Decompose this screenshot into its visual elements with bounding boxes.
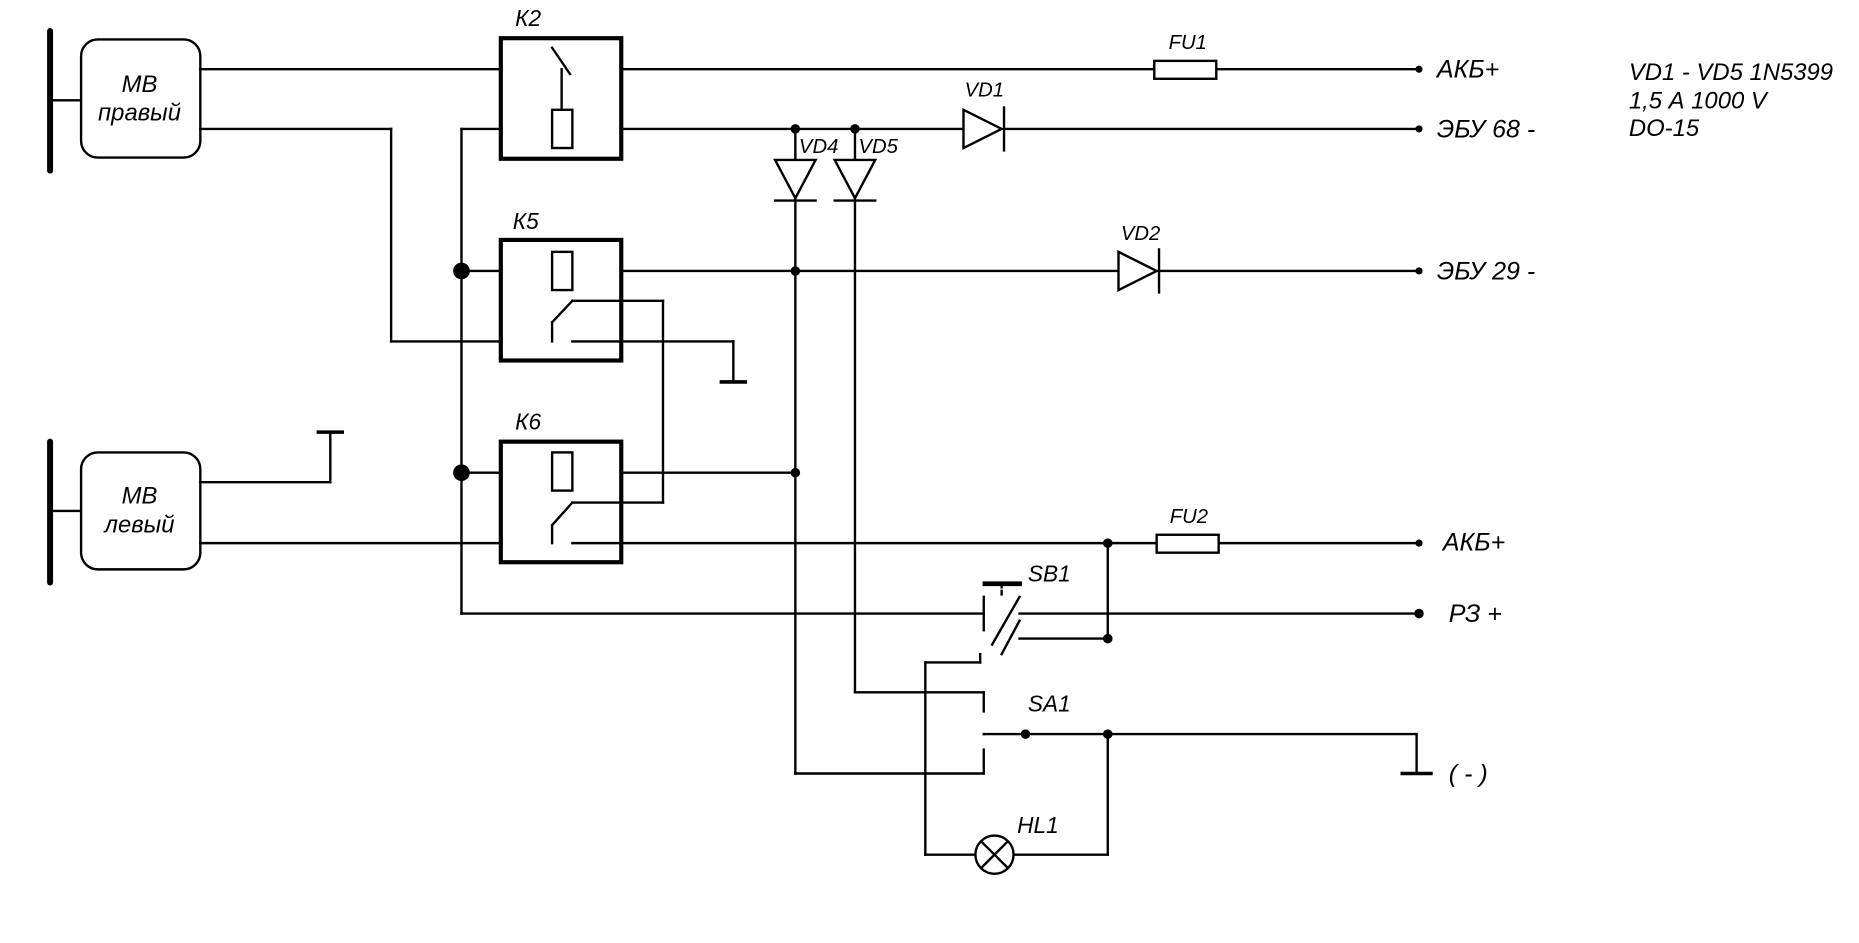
note-line-3: DO-15 [1629, 115, 1700, 142]
terminal-ecu-68: ЭБУ 68 - [1437, 115, 1535, 143]
terminal-ecu-29: ЭБУ 29 - [1437, 257, 1535, 285]
mv-right-label-2: правый [98, 100, 181, 127]
wiring [199, 68, 1433, 856]
note-line-1: VD1 - VD5 1N5399 [1629, 59, 1833, 86]
note-line-2: 1,5 А 1000 V [1629, 88, 1769, 115]
mv-right-module: МВ правый [47, 28, 202, 174]
fuse-fu2: FU2 [1155, 506, 1220, 554]
switch-sa1: SA1 [982, 690, 1071, 775]
junction-dots [453, 65, 1424, 739]
diode-vd4-label: VD4 [799, 136, 838, 158]
diode-vd4: VD4 [773, 136, 838, 202]
switch-sb1-label: SB1 [1028, 560, 1071, 586]
diode-vd1: VD1 [962, 80, 1006, 152]
mv-left-label-2: левый [103, 511, 175, 538]
mv-right-label-1: МВ [122, 71, 158, 98]
terminal-rz: РЗ + [1449, 600, 1502, 628]
switch-sa1-label: SA1 [1028, 690, 1071, 716]
lamp-hl1-label: HL1 [1017, 812, 1059, 838]
terminal-minus: ( - ) [1449, 760, 1488, 788]
relay-k2: К2 [498, 5, 624, 161]
diode-vd1-label: VD1 [965, 80, 1004, 102]
diode-vd2-label: VD2 [1121, 223, 1160, 245]
fuse-fu1: FU1 [1153, 32, 1218, 80]
switch-sb1: SB1 [978, 560, 1071, 664]
lamp-hl1: HL1 [974, 812, 1059, 875]
terminal-akb-top: АКБ+ [1435, 56, 1499, 84]
relay-k2-label: К2 [515, 5, 541, 31]
relay-k6-label: К6 [515, 409, 541, 435]
mv-left-module: МВ левый [47, 438, 202, 586]
mv-left-label-1: МВ [122, 483, 158, 510]
relay-k5-label: К5 [513, 208, 539, 234]
relay-k5: К5 [498, 208, 624, 363]
diode-vd5-label: VD5 [859, 136, 899, 158]
relay-k6: К6 [498, 409, 624, 565]
terminal-akb-bottom: АКБ+ [1441, 528, 1505, 556]
diode-vd2: VD2 [1117, 223, 1160, 294]
terminal-labels: АКБ+ ЭБУ 68 - ЭБУ 29 - АКБ+ РЗ + ( - ) [1435, 56, 1535, 788]
component-notes: VD1 - VD5 1N5399 1,5 А 1000 V DO-15 [1629, 59, 1833, 142]
fuse-fu2-label: FU2 [1170, 506, 1208, 528]
diode-vd5: VD5 [832, 136, 899, 202]
fuse-fu1-label: FU1 [1169, 32, 1207, 54]
